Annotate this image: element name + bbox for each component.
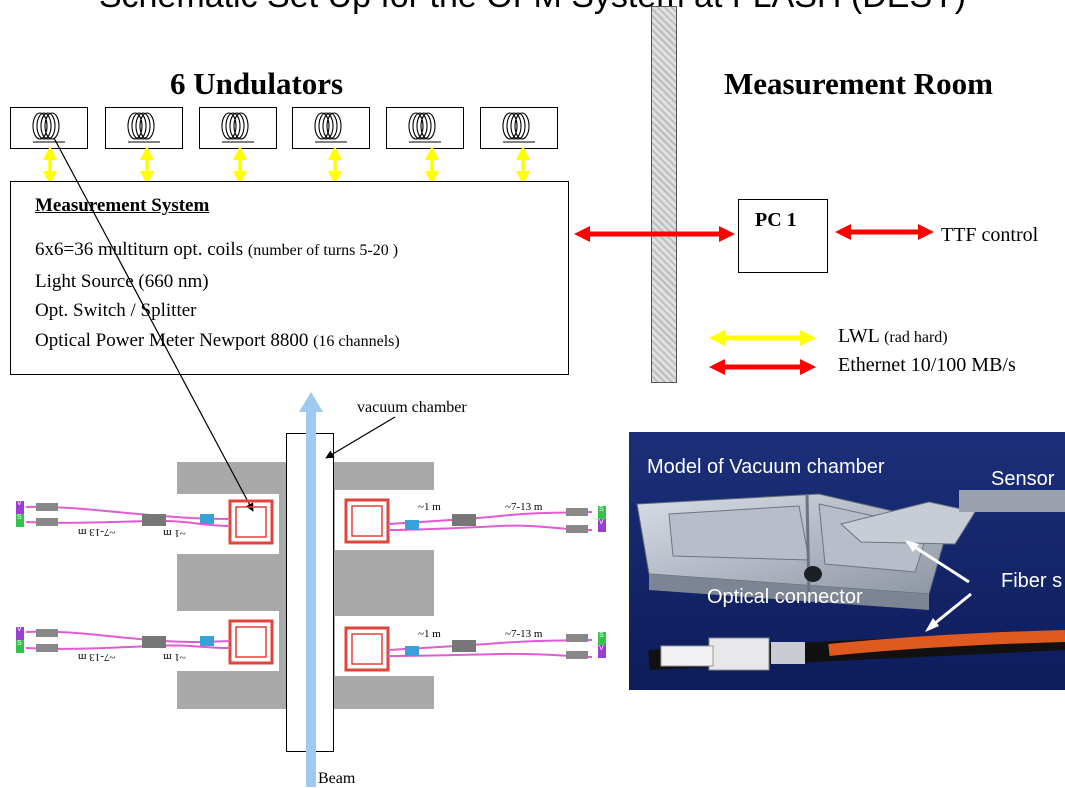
vacuum-chamber-photo: Model of Vacuum chamber Sensor Optical c… xyxy=(629,432,1065,690)
diagram-title: Schematic Set Up for the OFM System at F… xyxy=(0,0,1065,16)
connector-tag: S xyxy=(599,632,604,639)
undulator-box xyxy=(292,107,370,149)
connector-tag: S xyxy=(17,640,22,647)
right-fiber-group-top xyxy=(344,498,606,544)
connector-tag: V xyxy=(17,626,22,633)
shielding-wall xyxy=(651,6,677,383)
photo-label-optical-connector: Optical connector xyxy=(707,586,863,608)
legend-ethernet-label: Ethernet 10/100 MB/s xyxy=(838,354,1016,376)
connector-tag: S xyxy=(17,514,22,521)
pc-label: PC 1 xyxy=(755,209,797,231)
photo-label-sensor: Sensor xyxy=(991,468,1055,490)
left-fiber-group-bottom xyxy=(16,619,274,665)
fiber-length-label: ~1 m xyxy=(163,651,186,663)
fiber-length-label: ~7-13 m xyxy=(78,651,116,663)
ms-line: Optical Power Meter Newport 8800 (16 cha… xyxy=(35,330,400,351)
undulator-box xyxy=(105,107,183,149)
fiber-length-label: ~1 m xyxy=(163,527,186,539)
vacuum-chamber-label: vacuum chamber xyxy=(357,399,467,416)
coil-icon xyxy=(408,112,441,143)
fiber-length-label: ~7-13 m xyxy=(505,501,543,513)
left-fiber-group-top xyxy=(16,499,274,545)
right-fiber-group-bottom xyxy=(344,626,606,672)
measurement-system-box: Measurement System 6x6=36 multiturn opt.… xyxy=(10,181,569,375)
coil-pointer-line xyxy=(53,137,254,512)
fiber-length-label: ~1 m xyxy=(418,501,441,513)
undulator-box xyxy=(10,107,88,149)
connector-tag: S xyxy=(599,506,604,513)
coil-icon xyxy=(32,112,65,143)
vacuum-chamber-pointer xyxy=(325,416,396,459)
measurement-room-heading: Measurement Room xyxy=(724,66,993,101)
ms-line: Light Source (660 nm) xyxy=(35,271,209,292)
undulator-box xyxy=(199,107,277,149)
pc-box: PC 1 xyxy=(738,199,828,273)
connector-tag: V xyxy=(17,500,22,507)
coil-icon xyxy=(502,112,535,143)
coil-icon xyxy=(221,112,254,143)
beam-arrow-head xyxy=(299,392,323,412)
fiber-length-label: ~7-13 m xyxy=(78,526,116,538)
coil-icon xyxy=(314,112,347,143)
measurement-system-title: Measurement System xyxy=(35,195,210,216)
undulators-heading: 6 Undulators xyxy=(170,66,344,101)
coil-icon xyxy=(127,112,160,143)
connector-tag: V xyxy=(599,519,604,526)
photo-label-fiber: Fiber s xyxy=(1001,570,1063,592)
photo-illustration xyxy=(629,432,1065,690)
ttf-control-label: TTF control xyxy=(941,224,1039,246)
connector-tag: V xyxy=(599,645,604,652)
photo-label-model: Model of Vacuum chamber xyxy=(647,456,885,478)
beam-label: Beam xyxy=(318,770,356,787)
legend-lwl-label: LWL (rad hard) xyxy=(838,325,948,347)
fiber-length-label: ~1 m xyxy=(418,628,441,640)
undulator-box xyxy=(386,107,464,149)
ms-line: Opt. Switch / Splitter xyxy=(35,300,197,321)
fiber-length-label: ~7-13 m xyxy=(505,628,543,640)
ms-line: 6x6=36 multiturn opt. coils (number of t… xyxy=(35,239,399,260)
